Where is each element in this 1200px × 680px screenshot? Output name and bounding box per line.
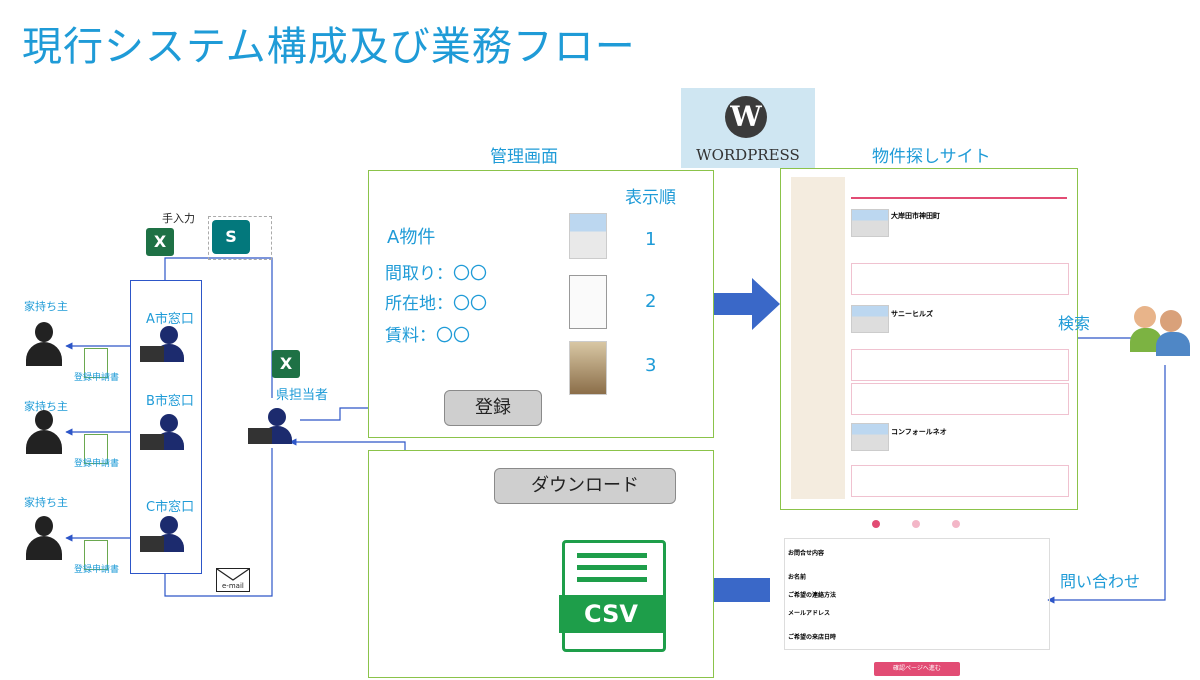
order-1: 1 xyxy=(645,229,657,250)
inquiry-form: お問合せ内容 お名前 ご希望の連絡方法 メールアドレス ご希望の来店日時 確認ペ… xyxy=(784,520,1052,680)
wordpress-label: WordPress xyxy=(696,146,800,164)
form-row-2: お名前 xyxy=(788,574,807,581)
register-button[interactable]: 登録 xyxy=(444,390,542,426)
site-row-a xyxy=(851,263,1069,295)
site-listing-1: 大岸田市神田町 xyxy=(891,212,940,220)
form-icon-2 xyxy=(84,434,108,464)
form-submit-button[interactable]: 確認ページへ進む xyxy=(874,662,960,676)
owner-label-3: 家持ち主 xyxy=(24,496,68,509)
order-2: 2 xyxy=(645,291,657,312)
form-row-4: メールアドレス xyxy=(788,610,831,617)
window-c-label: C市窓口 xyxy=(146,500,195,515)
excel-icon-prefecture: X xyxy=(272,350,300,378)
site-photo-3 xyxy=(851,423,889,451)
site-title: 物件探しサイト xyxy=(872,147,991,167)
site-listing-3: コンフォールネオ xyxy=(891,428,947,436)
owner-label-1: 家持ち主 xyxy=(24,300,68,313)
owner-icon-3 xyxy=(26,516,62,560)
inquiry-label: 問い合わせ xyxy=(1060,572,1141,591)
form-row-1: お問合せ内容 xyxy=(788,550,825,557)
site-row-d xyxy=(851,465,1069,497)
property-name: A物件 xyxy=(387,227,436,248)
site-listing-2: サニーヒルズ xyxy=(891,310,933,318)
form-label-1: 登録申請書 xyxy=(74,373,120,383)
display-order-title: 表示順 xyxy=(625,188,676,208)
site-panel: 大岸田市神田町 サニーヒルズ コンフォールネオ xyxy=(780,168,1078,510)
property-rent: 賃料：〇〇 xyxy=(385,326,470,346)
window-a-label: A市窓口 xyxy=(146,312,194,327)
form-icon-3 xyxy=(84,540,108,570)
form-steps xyxy=(872,520,972,530)
form-row-3: ご希望の連絡方法 xyxy=(788,592,837,599)
page-title: 現行システム構成及び業務フロー xyxy=(22,24,636,70)
prefecture-label: 県担当者 xyxy=(276,388,329,403)
form-icon-1 xyxy=(84,348,108,378)
property-layout: 間取り：〇〇 xyxy=(385,264,487,284)
search-label: 検索 xyxy=(1058,314,1091,333)
email-label: e-mail xyxy=(222,582,244,590)
site-photo-2 xyxy=(851,305,889,333)
form-row-5: ご希望の来店日時 xyxy=(788,634,837,641)
admin-title: 管理画面 xyxy=(490,147,558,167)
users-icon xyxy=(1130,300,1192,356)
house-photo xyxy=(569,213,607,259)
owner-label-2: 家持ち主 xyxy=(24,400,68,413)
owner-icon-2 xyxy=(26,410,62,454)
window-c-icon xyxy=(140,516,186,556)
order-3: 3 xyxy=(645,355,657,376)
window-a-icon xyxy=(140,326,186,366)
csv-file-icon: CSV xyxy=(559,540,666,652)
property-location: 所在地：〇〇 xyxy=(385,294,487,314)
floorplan-photo xyxy=(569,275,607,329)
site-sidebar xyxy=(791,177,845,499)
admin-panel: A物件 間取り：〇〇 所在地：〇〇 賃料：〇〇 表示順 1 2 3 xyxy=(368,170,714,438)
manual-input-label: 手入力 xyxy=(162,212,195,225)
email-icon xyxy=(216,568,250,592)
site-header xyxy=(851,177,1067,199)
sharepoint-area xyxy=(208,216,272,260)
site-row-b xyxy=(851,349,1069,381)
form-label-2: 登録申請書 xyxy=(74,459,120,469)
site-photo-1 xyxy=(851,209,889,237)
site-row-c xyxy=(851,383,1069,415)
excel-icon: X xyxy=(146,228,174,256)
owner-icon-1 xyxy=(26,322,62,366)
form-label-3: 登録申請書 xyxy=(74,565,120,575)
window-b-icon xyxy=(140,414,186,454)
wordpress-logo: W WordPress xyxy=(681,88,815,168)
prefecture-icon xyxy=(248,408,294,448)
csv-label: CSV xyxy=(559,595,663,633)
sharepoint-icon: S xyxy=(212,220,250,254)
window-b-label: B市窓口 xyxy=(146,394,194,409)
room-photo xyxy=(569,341,607,395)
download-button[interactable]: ダウンロード xyxy=(494,468,676,504)
form-table xyxy=(784,538,1050,650)
